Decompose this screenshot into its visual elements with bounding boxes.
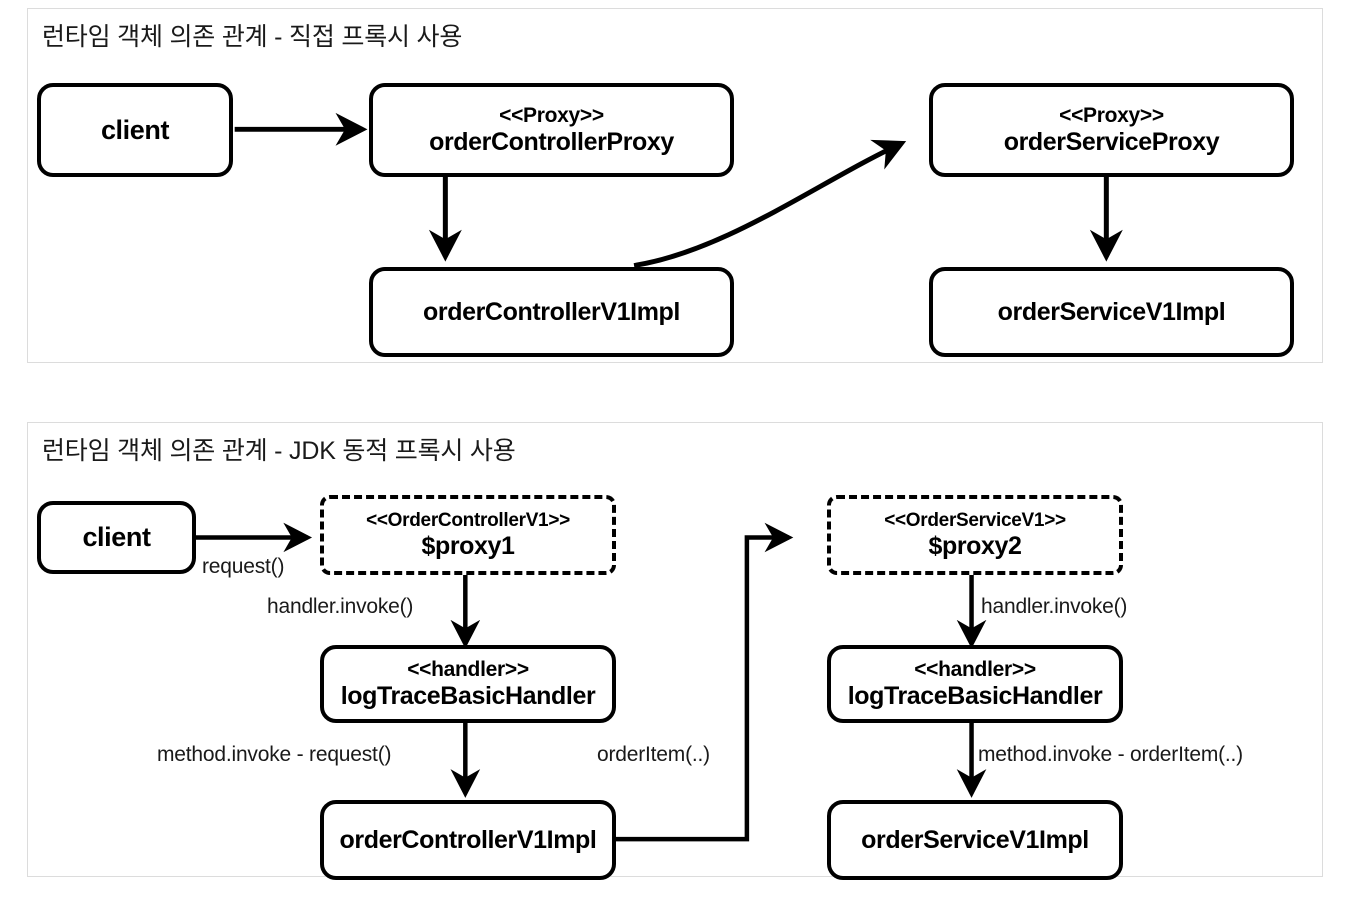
node-order-controller-v1-impl-label: orderControllerV1Impl (423, 297, 680, 326)
node-proxy2-label: $proxy2 (928, 531, 1022, 560)
node-order-controller-v1-impl[interactable]: orderControllerV1Impl (320, 800, 616, 880)
node-handler-left[interactable]: <<handler>> logTraceBasicHandler (320, 645, 616, 723)
edge-label-handler-invoke-right: handler.invoke() (981, 595, 1128, 618)
node-handler-left-stereotype: <<handler>> (407, 657, 529, 681)
node-client[interactable]: client (37, 501, 196, 574)
node-client[interactable]: client (37, 83, 233, 177)
node-order-controller-v1-impl-label: orderControllerV1Impl (339, 825, 597, 854)
node-handler-right[interactable]: <<handler>> logTraceBasicHandler (827, 645, 1123, 723)
node-client-label: client (82, 522, 151, 553)
node-order-controller-proxy-label: orderControllerProxy (429, 127, 674, 156)
edge-label-method-invoke-request: method.invoke - request() (157, 743, 392, 766)
node-order-service-proxy-label: orderServiceProxy (1003, 127, 1220, 156)
node-order-service-v1-impl[interactable]: orderServiceV1Impl (827, 800, 1123, 880)
node-order-controller-proxy[interactable]: <<Proxy>> orderControllerProxy (369, 83, 734, 177)
node-client-label: client (100, 114, 170, 145)
node-order-service-v1-impl-label: orderServiceV1Impl (861, 825, 1089, 854)
node-order-service-v1-impl-label: orderServiceV1Impl (997, 297, 1226, 326)
edge-label-handler-invoke-left: handler.invoke() (267, 595, 414, 618)
node-order-controller-proxy-stereotype: <<Proxy>> (499, 103, 604, 127)
node-order-service-proxy[interactable]: <<Proxy>> orderServiceProxy (929, 83, 1294, 177)
node-handler-right-stereotype: <<handler>> (914, 657, 1036, 681)
node-proxy1-label: $proxy1 (421, 531, 515, 560)
edge-label-order-item: orderItem(..) (597, 743, 710, 766)
edge-controller-impl-to-proxy2 (611, 522, 794, 842)
panel-direct-proxy: 런타임 객체 의존 관계 - 직접 프록시 사용 client <<Proxy>… (27, 8, 1323, 363)
node-handler-right-label: logTraceBasicHandler (847, 681, 1103, 710)
panel-jdk-dynamic-proxy-title: 런타임 객체 의존 관계 - JDK 동적 프록시 사용 (42, 437, 516, 465)
edge-label-method-invoke-order-item: method.invoke - orderItem(..) (978, 743, 1243, 766)
node-proxy2[interactable]: <<OrderServiceV1>> $proxy2 (827, 495, 1123, 575)
node-order-service-v1-impl[interactable]: orderServiceV1Impl (929, 267, 1294, 357)
node-proxy1-stereotype: <<OrderControllerV1>> (366, 509, 570, 531)
node-order-controller-v1-impl[interactable]: orderControllerV1Impl (369, 267, 734, 357)
node-order-service-proxy-stereotype: <<Proxy>> (1059, 103, 1164, 127)
jdk-proxy-arrow-layer (195, 522, 987, 842)
node-proxy2-stereotype: <<OrderServiceV1>> (884, 509, 1066, 531)
node-proxy1[interactable]: <<OrderControllerV1>> $proxy1 (320, 495, 616, 575)
node-handler-left-label: logTraceBasicHandler (340, 681, 596, 710)
panel-direct-proxy-title: 런타임 객체 의존 관계 - 직접 프록시 사용 (42, 23, 463, 51)
edge-label-request: request() (202, 555, 285, 578)
panel-jdk-dynamic-proxy: 런타임 객체 의존 관계 - JDK 동적 프록시 사용 client (27, 422, 1323, 880)
